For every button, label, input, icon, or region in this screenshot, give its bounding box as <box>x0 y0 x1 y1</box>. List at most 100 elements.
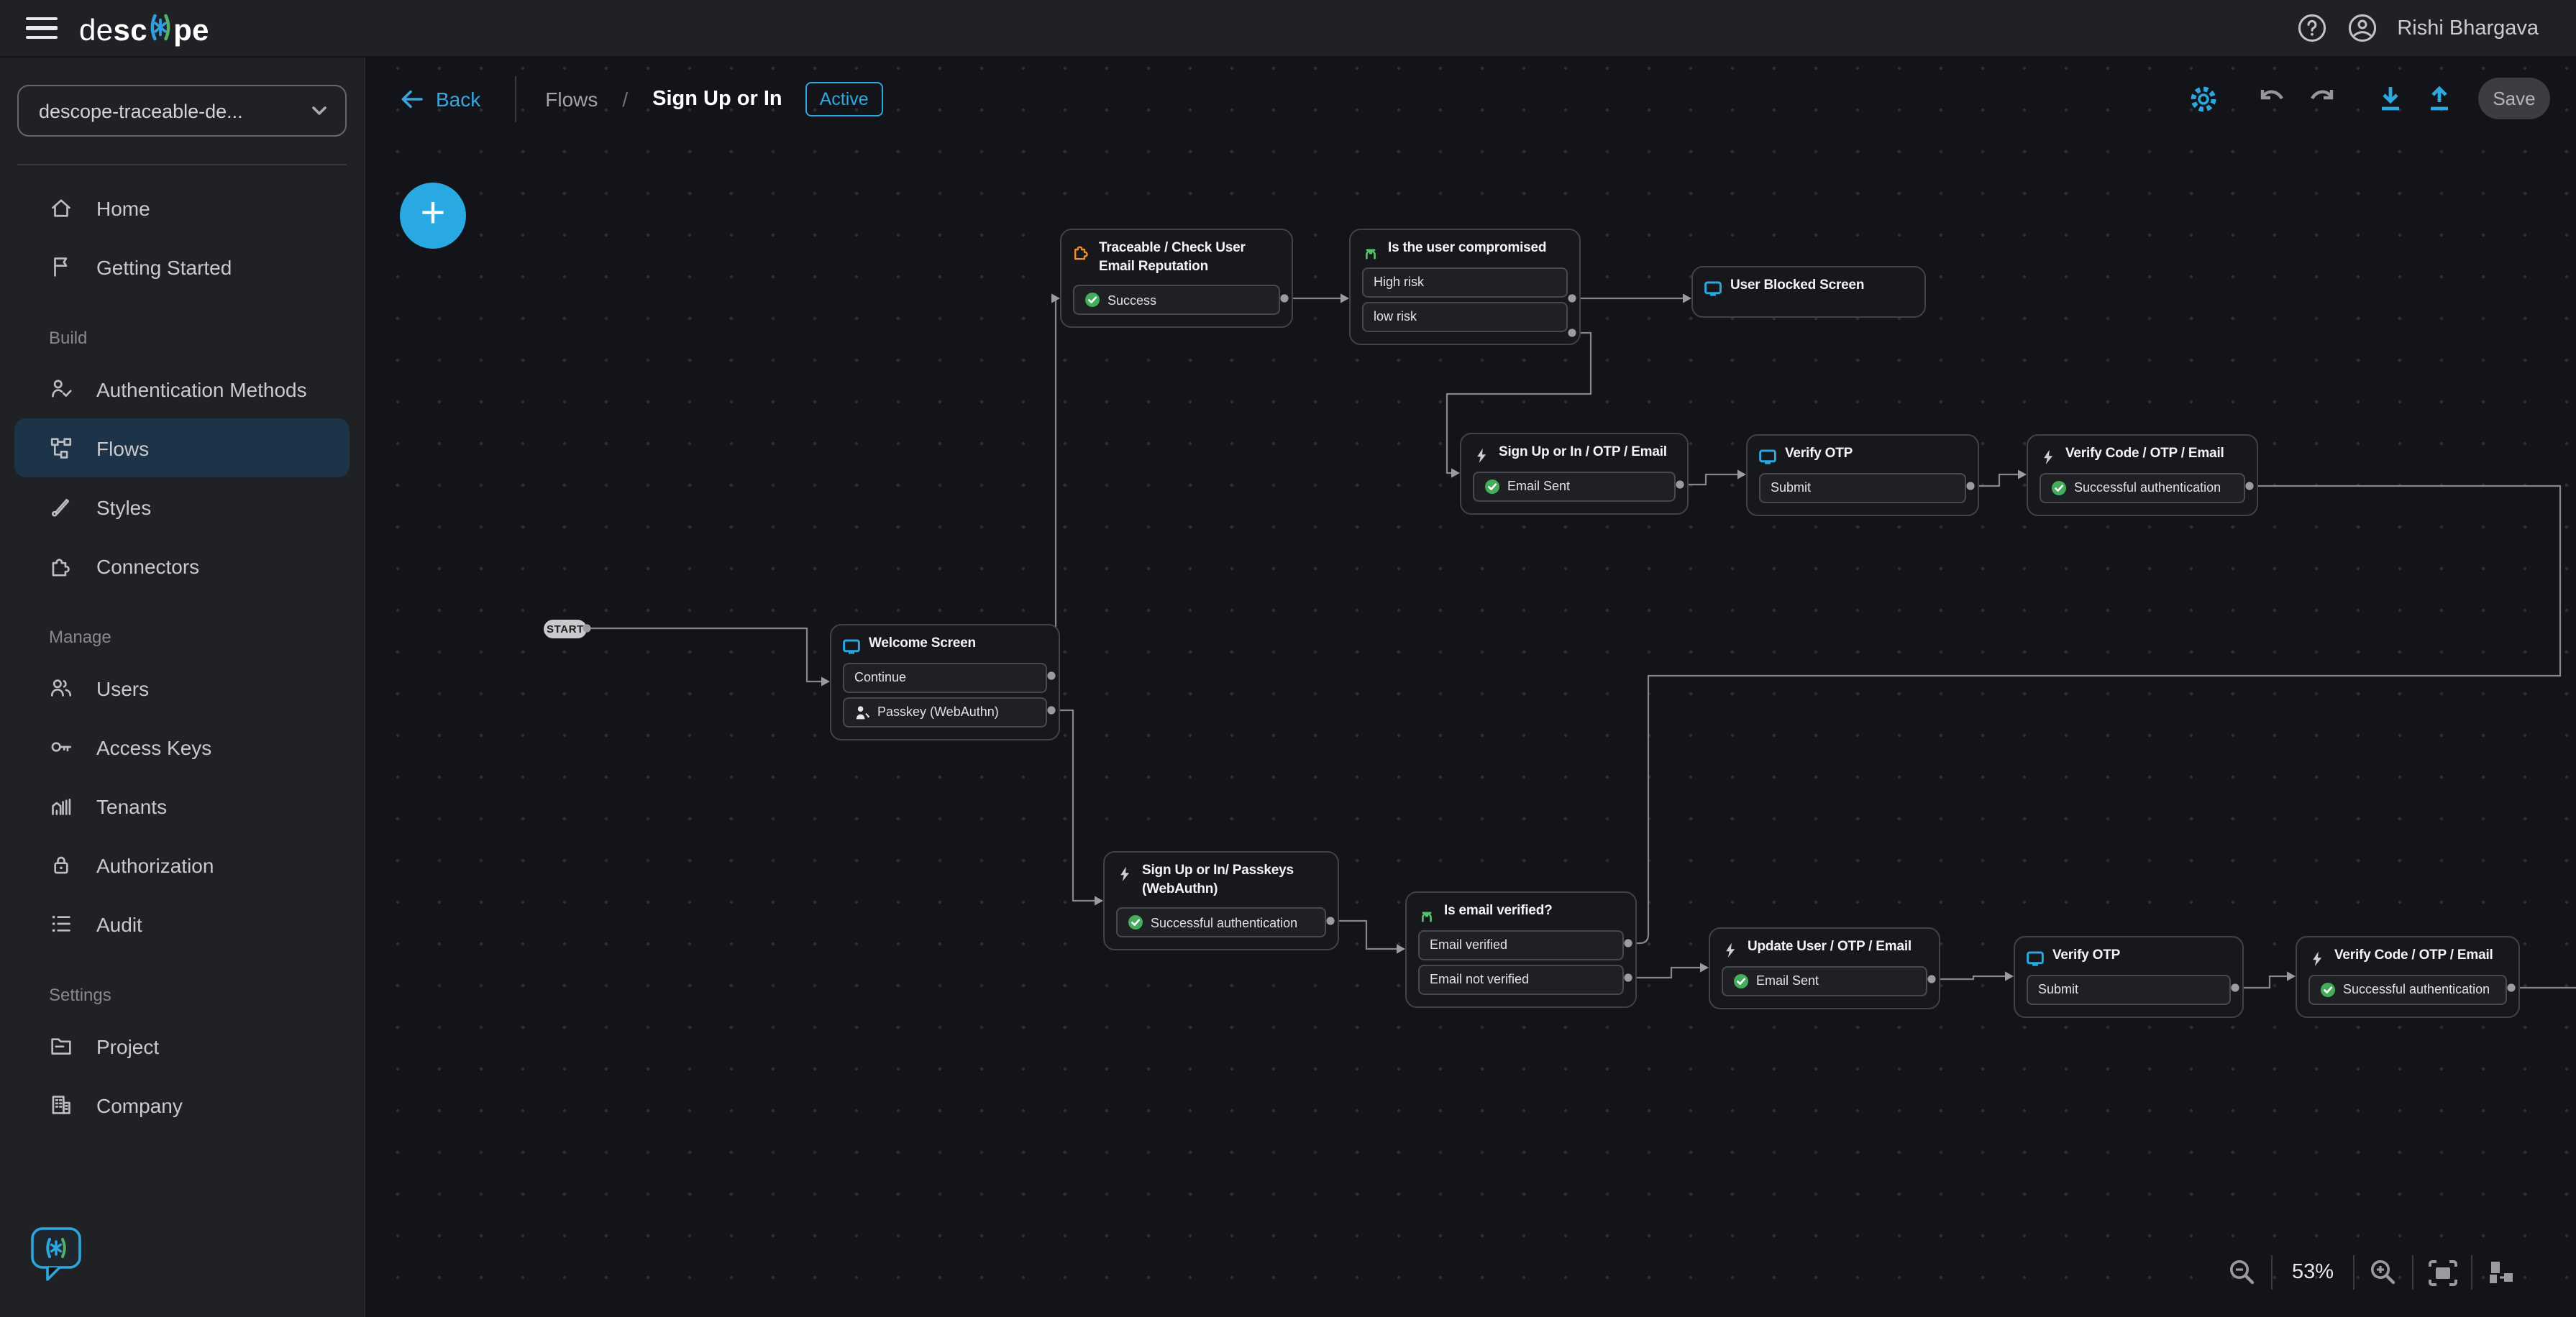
add-node-button[interactable]: + <box>400 183 466 249</box>
zoom-out-icon <box>2230 1260 2255 1285</box>
node-output-low-risk[interactable]: low risk <box>1362 301 1568 331</box>
sidebar-item-users[interactable]: Users <box>14 658 350 717</box>
node-output-email-not-verified[interactable]: Email not verified <box>1418 964 1624 994</box>
bolt-icon <box>2308 948 2326 965</box>
redo-icon <box>2311 89 2334 99</box>
back-label: Back <box>436 87 481 110</box>
edge-source-handle[interactable] <box>1966 482 1975 490</box>
sidebar-item-tenants[interactable]: Tenants <box>14 776 350 835</box>
edge-source-handle[interactable] <box>1280 294 1289 303</box>
node-output-successful-authentication[interactable]: Successful authentication <box>2040 472 2245 503</box>
check-icon <box>1084 292 1100 308</box>
sidebar-item-authorization[interactable]: Authorization <box>14 835 350 894</box>
help-icon[interactable] <box>2296 13 2326 43</box>
node-output-successful-authentication[interactable]: Successful authentication <box>2308 974 2507 1004</box>
zoom-controls: 53% <box>2214 1254 2530 1291</box>
sidebar-item-company[interactable]: Company <box>14 1075 350 1134</box>
key-icon <box>49 735 73 759</box>
node-output-submit[interactable]: Submit <box>2027 974 2231 1004</box>
edge-source-handle[interactable] <box>1047 706 1056 715</box>
breadcrumb-flows[interactable]: Flows <box>545 87 598 110</box>
undo-button[interactable] <box>2248 74 2297 123</box>
arrow-left-icon <box>401 89 423 108</box>
edge-source-handle[interactable] <box>1676 480 1684 489</box>
check-icon <box>1128 914 1143 930</box>
save-button[interactable]: Save <box>2478 78 2550 119</box>
flow-icon <box>49 436 73 460</box>
sidebar-item-home[interactable]: Home <box>14 178 350 237</box>
section-label-manage: Manage <box>49 627 111 647</box>
chevron-down-icon <box>312 106 326 115</box>
edge-source-handle[interactable] <box>1927 975 1936 983</box>
edge-source-handle[interactable] <box>2231 983 2239 992</box>
bolt-icon <box>1116 863 1133 881</box>
node-output-submit[interactable]: Submit <box>1759 472 1966 503</box>
edge-source-handle[interactable] <box>1624 939 1632 947</box>
edge-source-handle[interactable] <box>2507 983 2516 992</box>
node-output-email-sent[interactable]: Email Sent <box>1473 471 1676 501</box>
avatar-icon[interactable] <box>2347 13 2377 43</box>
node-title: Traceable / Check User Email Reputation <box>1073 240 1280 276</box>
descope-chat-widget-icon[interactable] <box>29 1225 86 1288</box>
flow-node-sign-up-or-in-passkeys-webauthn[interactable]: Sign Up or In/ Passkeys (WebAuthn) Succes… <box>1103 851 1339 950</box>
status-badge: Active <box>805 81 883 116</box>
bolt-icon <box>1473 445 1490 462</box>
user-name[interactable]: Rishi Bhargava <box>2397 17 2539 40</box>
bolt-icon <box>1722 940 1739 957</box>
edge-source-handle[interactable] <box>1568 294 1576 303</box>
edge-source-handle[interactable] <box>2245 482 2254 490</box>
zoom-in-button[interactable] <box>2355 1254 2412 1291</box>
node-title: Sign Up or In / OTP / Email <box>1473 444 1676 462</box>
audit-icon <box>49 912 73 936</box>
auto-layout-button[interactable] <box>2472 1254 2530 1291</box>
node-output-email-sent[interactable]: Email Sent <box>1722 965 1927 996</box>
back-button[interactable]: Back <box>400 87 480 110</box>
check-icon <box>2320 981 2336 997</box>
redo-button[interactable] <box>2297 74 2346 123</box>
sidebar-item-styles[interactable]: Styles <box>14 477 350 536</box>
node-output-passkey-webauthn-[interactable]: Passkey (WebAuthn) <box>843 697 1047 727</box>
sidebar-item-audit[interactable]: Audit <box>14 894 350 953</box>
sidebar-item-authentication-methods[interactable]: Authentication Methods <box>14 359 350 418</box>
edge-source-handle[interactable] <box>1326 917 1335 925</box>
bolt-icon <box>2040 446 2057 464</box>
import-flow-button[interactable] <box>2366 74 2415 123</box>
node-title: Sign Up or In/ Passkeys (WebAuthn) <box>1116 863 1326 899</box>
sidebar-item-project[interactable]: Project <box>14 1017 350 1075</box>
sidebar-item-connectors[interactable]: Connectors <box>14 536 350 595</box>
sidebar-item-access-keys[interactable]: Access Keys <box>14 717 350 776</box>
node-output-successful-authentication[interactable]: Successful authentication <box>1116 907 1326 937</box>
edge-source-handle[interactable] <box>1568 329 1576 337</box>
project-selector[interactable]: descope-traceable-de... <box>17 85 347 137</box>
logo-text: de <box>79 14 114 47</box>
flow-node-user-blocked-screen[interactable]: User Blocked Screen <box>1691 266 1926 318</box>
export-flow-button[interactable] <box>2415 74 2464 123</box>
edge-source-handle[interactable] <box>583 624 591 633</box>
fit-view-button[interactable] <box>2413 1254 2471 1291</box>
zoom-out-button[interactable] <box>2214 1254 2271 1291</box>
flow-settings-button[interactable] <box>2179 74 2228 123</box>
node-output-continue[interactable]: Continue <box>843 662 1047 692</box>
node-title: Is email verified? <box>1418 903 1624 922</box>
menu-icon[interactable] <box>26 17 58 40</box>
edge-source-handle[interactable] <box>1624 973 1632 982</box>
section-label-settings: Settings <box>49 985 111 1005</box>
node-output-email-verified[interactable]: Email verified <box>1418 930 1624 960</box>
node-output-success[interactable]: Success <box>1073 285 1280 315</box>
node-output-high-risk[interactable]: High risk <box>1362 267 1568 297</box>
screen-icon <box>843 636 860 653</box>
edge-source-handle[interactable] <box>1047 671 1056 680</box>
sidebar-item-flows[interactable]: Flows <box>14 418 350 477</box>
zoom-in-icon <box>2371 1260 2395 1285</box>
sidebar-item-getting-started[interactable]: Getting Started <box>14 237 350 296</box>
